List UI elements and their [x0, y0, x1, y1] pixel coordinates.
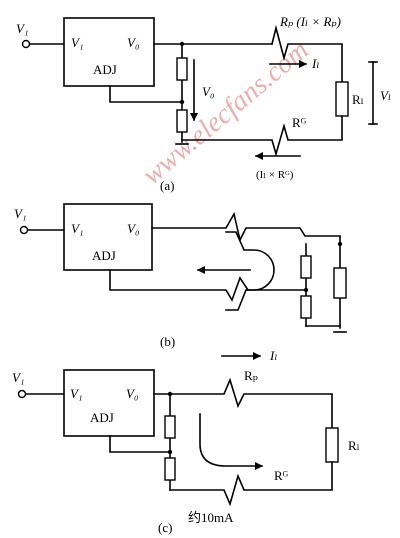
- input-label-c: V₁: [12, 370, 24, 385]
- regulator-box-a: [63, 17, 155, 87]
- regulator-box-c: [63, 369, 155, 437]
- rg-drop-label: (Iₗ × Rᴳ): [256, 169, 294, 181]
- sense-line-outer-b: [151, 211, 341, 329]
- caption-a: (a): [160, 178, 174, 193]
- caption-b: (b): [160, 334, 175, 349]
- regulator-pin-out-b: V₀: [127, 221, 139, 236]
- regulator-adj-c: ADJ: [90, 410, 114, 425]
- output-wire-c: [153, 377, 333, 429]
- rp-label-c: Rₚ: [244, 368, 258, 383]
- load-resistor-c: [325, 427, 339, 463]
- divider-resistor-bottom-a: [176, 109, 188, 133]
- regulator-pin-in-b: V₁: [71, 221, 83, 236]
- circuit-c: V₁ V₁ V₀ ADJ Iₗ Rₚ Rₗ Rᴳ 约10mA (c): [12, 348, 360, 535]
- regulator-pin-in-a: V₁: [71, 35, 83, 50]
- divider-resistor-bottom-c: [164, 457, 176, 481]
- circuit-b: V₁ V₁ V₀ ADJ (b): [14, 203, 347, 349]
- il-label-a: Iₗ: [311, 56, 319, 71]
- regulator-adj-b: ADJ: [92, 248, 116, 263]
- adj-wire-c: [109, 435, 171, 453]
- rg-label-c: Rᴳ: [274, 468, 289, 483]
- junction-b1: [337, 241, 343, 247]
- regulator-pin-in-c: V₁: [70, 386, 82, 401]
- adj-wire-a: [109, 85, 183, 103]
- rl-label-a: Rₗ: [352, 92, 364, 107]
- rp-resistance-a: [271, 24, 343, 83]
- watermark: www.elecfans.com: [137, 35, 315, 191]
- regulator-adj-a: ADJ: [93, 62, 117, 77]
- divider-resistor-bottom-b: [300, 295, 312, 319]
- input-label-a: V₁: [16, 21, 28, 36]
- rp-label-a: Rₚ (Iₗ × Rₚ): [279, 14, 341, 29]
- rg-label-a: Rᴳ: [292, 115, 307, 130]
- input-terminal-a: [21, 39, 31, 49]
- circuit-a: V₁ V₁ V₀ ADJ V₀ Rₚ (Iₗ × Rₚ) Iₗ Rₗ Vₗ R: [16, 14, 391, 193]
- caption-c: (c): [158, 520, 172, 535]
- vl-label: Vₗ: [380, 88, 391, 103]
- load-resistor-b: [333, 267, 347, 299]
- adj-wire-b: [109, 269, 307, 302]
- divider-resistor-top-a: [176, 57, 188, 81]
- il-label-c: Iₗ: [269, 348, 277, 363]
- divider-resistor-top-b: [300, 255, 312, 279]
- rl-label-c: Rₗ: [348, 438, 360, 453]
- regulator-box-b: [63, 203, 153, 271]
- divider-resistor-top-c: [164, 415, 176, 439]
- regulator-pin-out-a: V₀: [127, 35, 139, 50]
- ground-current-arrow: [199, 413, 263, 470]
- input-terminal-c: [17, 389, 27, 399]
- junction-b2: [303, 287, 309, 293]
- vo-label: V₀: [202, 84, 214, 99]
- return-wire-c: [169, 461, 333, 507]
- ground-current-label: 约10mA: [188, 510, 234, 525]
- input-terminal-b: [19, 225, 29, 235]
- regulator-pin-out-c: V₀: [126, 386, 138, 401]
- load-resistor-a: [335, 81, 349, 117]
- return-wire-a: [181, 115, 343, 157]
- input-label-b: V₁: [14, 206, 26, 221]
